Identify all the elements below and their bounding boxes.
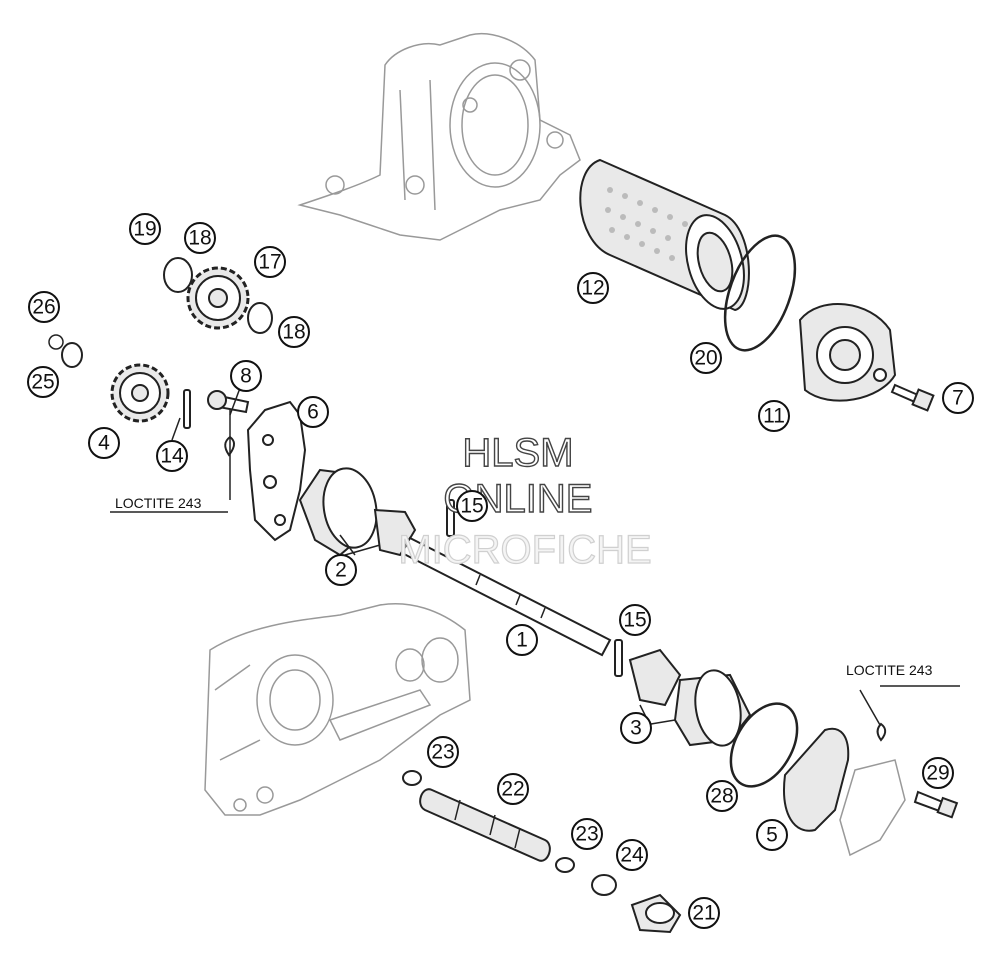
watermark-line-3: MICROFICHE xyxy=(398,528,651,572)
svg-text:18: 18 xyxy=(282,321,305,344)
callout-7: 7 xyxy=(942,382,974,414)
svg-text:1: 1 xyxy=(516,629,528,652)
pump-cover-5 xyxy=(783,727,850,832)
svg-text:22: 22 xyxy=(501,778,524,801)
gear-wheel-17 xyxy=(186,266,250,330)
callout-23-left: 23 xyxy=(427,736,459,768)
o-ring-23-right xyxy=(555,857,575,873)
washer-25 xyxy=(61,342,83,368)
engine-case-upper xyxy=(297,33,581,241)
o-ring-28 xyxy=(729,702,799,788)
engine-case-lower xyxy=(204,603,471,816)
pump-plate-6 xyxy=(246,400,307,542)
svg-text:15: 15 xyxy=(460,495,483,518)
callout-3: 3 xyxy=(620,712,652,744)
svg-text:28: 28 xyxy=(710,785,733,808)
gear-wheel-4 xyxy=(110,363,170,423)
circlip-26 xyxy=(48,334,64,350)
callout-23-right: 23 xyxy=(571,818,603,850)
callout-18-top: 18 xyxy=(184,222,216,254)
svg-text:5: 5 xyxy=(766,824,778,847)
pin-15-bottom xyxy=(614,639,623,677)
svg-text:17: 17 xyxy=(258,251,281,274)
svg-text:23: 23 xyxy=(575,823,598,846)
callout-11: 11 xyxy=(758,400,790,432)
callout-12: 12 xyxy=(577,272,609,304)
callout-15-top: 15 xyxy=(456,490,488,522)
svg-text:4: 4 xyxy=(98,432,110,455)
callout-25: 25 xyxy=(27,366,59,398)
callout-22: 22 xyxy=(497,773,529,805)
pin-14 xyxy=(183,389,191,429)
callout-20: 20 xyxy=(690,342,722,374)
svg-text:24: 24 xyxy=(620,844,644,867)
oil-filter xyxy=(579,158,750,312)
callout-6: 6 xyxy=(297,396,329,428)
callout-5: 5 xyxy=(756,819,788,851)
leader-lines xyxy=(110,387,960,726)
svg-text:23: 23 xyxy=(431,741,454,764)
svg-text:29: 29 xyxy=(926,762,949,785)
o-ring-filter xyxy=(723,234,797,352)
callout-19: 19 xyxy=(129,213,161,245)
screw-8 xyxy=(207,390,250,457)
callout-24: 24 xyxy=(616,839,648,871)
screw-plug-21 xyxy=(630,893,682,934)
callout-26: 26 xyxy=(28,291,60,323)
washer-18-right xyxy=(247,302,273,334)
callout-17: 17 xyxy=(254,246,286,278)
svg-text:6: 6 xyxy=(307,401,319,424)
callout-29: 29 xyxy=(922,757,954,789)
oil-screen-22 xyxy=(419,788,551,862)
rotor-3 xyxy=(628,648,752,747)
callout-28: 28 xyxy=(706,780,738,812)
svg-text:2: 2 xyxy=(335,559,347,582)
callout-21: 21 xyxy=(688,897,720,929)
rotor-2 xyxy=(298,467,417,557)
svg-text:12: 12 xyxy=(581,277,604,300)
callout-8: 8 xyxy=(230,360,262,392)
callout-15-bottom: 15 xyxy=(619,604,651,636)
svg-text:26: 26 xyxy=(32,296,55,319)
callout-14: 14 xyxy=(156,440,188,472)
svg-text:25: 25 xyxy=(31,371,54,394)
svg-text:21: 21 xyxy=(692,902,715,925)
clamp-bracket xyxy=(839,722,959,857)
watermark-line-1: HLSM xyxy=(462,431,573,475)
svg-text:7: 7 xyxy=(952,387,964,410)
callout-4: 4 xyxy=(88,427,120,459)
svg-text:15: 15 xyxy=(623,609,646,632)
o-ring-23-left xyxy=(402,770,422,786)
loctite-note-right: LOCTITE 243 xyxy=(846,662,933,678)
pin-15-top xyxy=(446,499,455,537)
svg-text:14: 14 xyxy=(160,445,184,468)
loctite-note-left: LOCTITE 243 xyxy=(115,495,202,511)
svg-text:8: 8 xyxy=(240,365,252,388)
svg-text:20: 20 xyxy=(694,347,717,370)
washer-18-left xyxy=(163,257,193,293)
callout-2: 2 xyxy=(325,554,357,586)
svg-text:18: 18 xyxy=(188,227,211,250)
filter-cover-screw xyxy=(890,383,935,412)
svg-text:19: 19 xyxy=(133,218,156,241)
callout-18-right: 18 xyxy=(278,316,310,348)
filter-cover xyxy=(798,303,897,402)
svg-text:11: 11 xyxy=(763,405,785,428)
pump-shaft-1 xyxy=(400,536,612,657)
svg-text:3: 3 xyxy=(630,717,642,740)
o-ring-24 xyxy=(591,874,617,896)
callout-1: 1 xyxy=(506,624,538,656)
